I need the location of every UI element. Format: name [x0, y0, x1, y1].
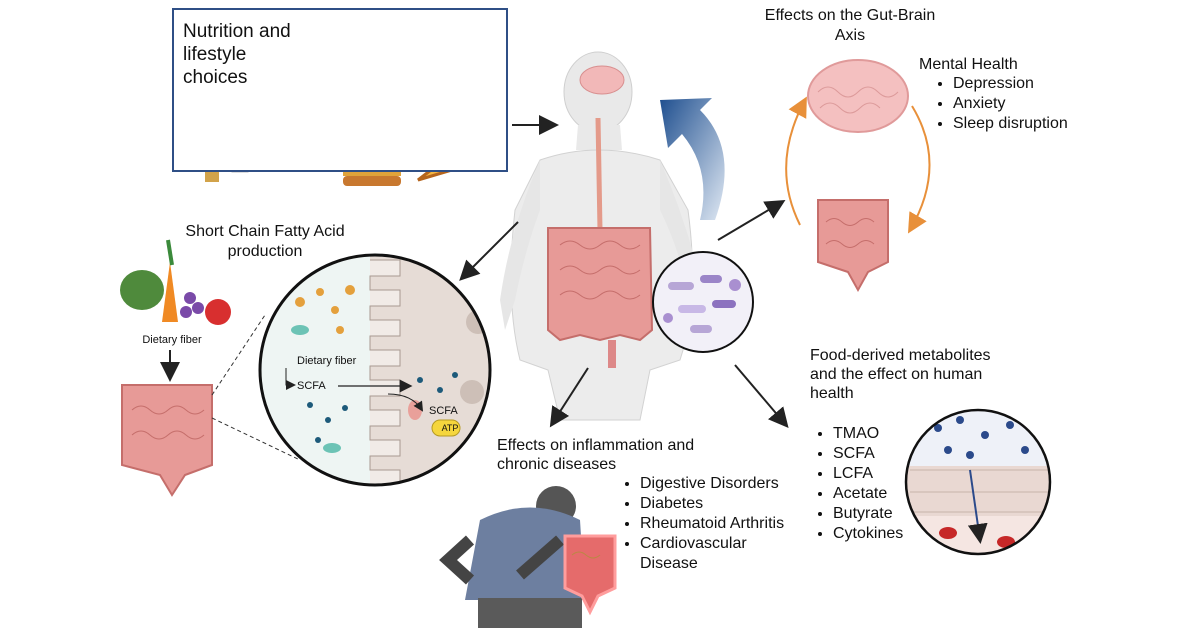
intestines-icon	[547, 227, 654, 368]
zoom-line-top	[211, 314, 266, 396]
blue-curved-arrow-icon	[660, 98, 725, 220]
esophagus-icon	[595, 117, 603, 231]
arrow-body-to-gut-brain	[717, 199, 786, 241]
metabolites-circle	[904, 408, 1052, 556]
nutrition-panel	[172, 8, 508, 172]
orange-arrow-down	[907, 105, 931, 234]
list-item: Butyrate	[833, 504, 903, 524]
person-in-pain-icon	[439, 486, 585, 628]
brain-icon	[807, 59, 909, 133]
list-item: Digestive Disorders	[640, 474, 790, 494]
list-item: Acetate	[833, 484, 903, 504]
arrow-body-to-scfa	[459, 221, 519, 281]
inflammation-title: Effects on inflammation and chronic dise…	[497, 437, 695, 473]
metabolites-list: TMAO SCFA LCFA Acetate Butyrate Cytokine…	[815, 424, 903, 544]
scfa-zoom-circle	[258, 253, 492, 487]
metabolites-title: Food-derived metabolites and the effect …	[810, 347, 991, 402]
arrow-body-to-inflammation	[549, 367, 589, 428]
list-item: SCFA	[833, 444, 903, 464]
list-item: Depression	[953, 74, 1068, 94]
disease-list: Digestive Disorders Diabetes Rheumatoid …	[622, 474, 790, 574]
mental-health-list: Depression Anxiety Sleep disruption	[935, 74, 1068, 134]
list-item: Cardiovascular Disease	[640, 534, 790, 574]
gut-brain-title: Effects on the Gut-Brain Axis	[764, 7, 936, 44]
list-item: Cytokines	[833, 524, 903, 544]
list-item: Anxiety	[953, 94, 1068, 114]
microbiome-circle	[652, 251, 754, 353]
zoom-line-bottom	[211, 417, 301, 461]
list-item: Diabetes	[640, 494, 790, 514]
inner-scfa-label-2: SCFA	[429, 405, 458, 417]
list-item: Sleep disruption	[953, 114, 1068, 134]
scfa-title: Short Chain Fatty Acid production	[185, 223, 345, 260]
list-item: TMAO	[833, 424, 903, 444]
list-item: LCFA	[833, 464, 903, 484]
mental-health-title: Mental Health	[919, 56, 1018, 73]
inner-scfa-label: SCFA	[297, 380, 326, 392]
nutrition-title: Nutrition and lifestyle choices	[183, 21, 291, 88]
orange-arrow-up	[785, 96, 807, 226]
intestines-icon	[121, 384, 213, 497]
inflamed-gut-icon	[563, 534, 617, 616]
gut-icon	[817, 199, 889, 293]
inner-dietary-fiber-label: Dietary fiber	[297, 355, 357, 367]
list-item: Rheumatoid Arthritis	[640, 514, 790, 534]
brain-icon	[579, 65, 625, 95]
fiber-foods-icon	[120, 239, 231, 325]
dietary-fiber-label: Dietary fiber	[142, 334, 202, 346]
arrow-body-to-metabolites	[734, 364, 789, 429]
atp-label: ATP	[441, 423, 459, 433]
